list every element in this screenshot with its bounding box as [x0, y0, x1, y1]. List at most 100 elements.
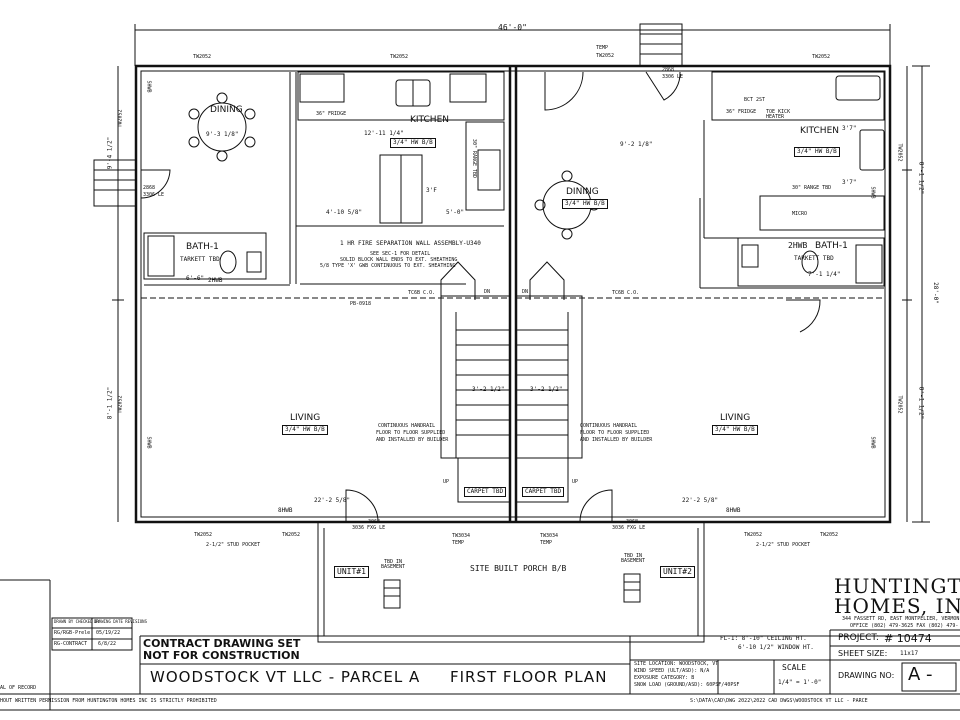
scale-label: SCALE — [782, 663, 807, 672]
window-left-2: TW2052 — [117, 395, 124, 414]
2hwb-left: 2HWB — [208, 277, 223, 284]
door-2868-right: 2868 — [662, 67, 675, 73]
site-location: SITE LOCATION: WOODSTOCK, VT — [634, 661, 719, 667]
light-living-right: 3/4" HW B/B — [712, 425, 758, 435]
window-b3: TW2052 — [744, 532, 763, 538]
seal-of-record: AL OF RECORD — [0, 685, 37, 691]
temp-bottom-right: TEMP — [540, 540, 553, 546]
window-right-1: TW2052 — [896, 143, 903, 162]
overall-width-label: 46'-0" — [498, 23, 527, 32]
room-dining-left: DINING — [210, 105, 243, 115]
fire-wall-note-4: 5/8 TYPE 'X' GWB CONTINUOUS TO EXT. SHEA… — [320, 263, 456, 269]
snow-load: SNOW LOAD (GROUND/ASD): 60PSF/40PSF — [634, 682, 740, 688]
kitchen-counter-right — [711, 71, 885, 121]
drawn-row-2: RG-CONTRACT — [54, 641, 88, 647]
ceiling-height: FL-1: 8'-10" CEILING HT. — [720, 635, 807, 642]
stairs-left — [440, 295, 511, 459]
8hwb-right: 8HWB — [726, 507, 741, 514]
door-2868-left-b: 3306 LE — [143, 192, 165, 198]
window-t4: TW2052 — [812, 54, 831, 60]
fire-wall-note-2: SEE SEC-1 FOR DETAIL — [370, 251, 431, 257]
window-b5: TW3034 — [452, 533, 471, 539]
dining-dim-right: 9'-2 1/8" — [620, 141, 653, 148]
entry-door-right — [579, 489, 613, 523]
pb-left: PB-0918 — [350, 301, 372, 307]
tco-right: TC6B C.O. — [612, 290, 640, 296]
window-left-1: TW2052 — [117, 109, 124, 128]
drawing-no-label: DRAWING NO: — [838, 671, 895, 680]
micro-label: MICRO — [792, 211, 808, 217]
door-2868-right-b: 3306 LE — [662, 74, 684, 80]
dn-right: DN — [522, 289, 529, 295]
kitchen-dim-b: 4'-10 5/8" — [326, 209, 363, 216]
shwb-left-bottom: SHWB — [145, 436, 152, 449]
stair-dim-right: 3'-2 1/2" — [530, 386, 563, 393]
handrail-left-3: AND INSTALLED BY BUILDER — [376, 437, 449, 443]
left-depth-1: 9'-4 1/2" — [106, 136, 114, 170]
entry-door-left — [345, 489, 379, 523]
company-name-1: HUNTINGTO — [834, 574, 960, 598]
bath-right — [737, 237, 885, 287]
right-depth-2: 8'-1 1/2" — [917, 386, 925, 420]
living-width-left: 22'-2 5/8" — [314, 497, 351, 504]
company-phone: OFFICE (802) 479-3625 FAX (802) 479- — [850, 623, 959, 629]
window-b2: TW2052 — [282, 532, 301, 538]
porch — [317, 521, 705, 643]
wind-speed: WIND SPEED (ULT/ASD): N/A — [634, 668, 710, 674]
exposure-category: EXPOSURE CATEGORY: B — [634, 675, 695, 681]
fridge-right: 36" FRIDGE — [726, 109, 757, 115]
window-t2: TW2052 — [390, 54, 409, 60]
date-row-1: 05/19/22 — [96, 630, 121, 636]
shwb-right-top: SHWB — [869, 186, 876, 199]
temp-top: TEMP — [596, 45, 609, 51]
handrail-left-1: CONTINUOUS HANDRAIL — [378, 423, 436, 429]
window-b4: TW2052 — [820, 532, 839, 538]
window-t1: TW2052 — [193, 54, 212, 60]
light-dining-right: 3/4" HW B/B — [562, 199, 608, 209]
handrail-right-3: AND INSTALLED BY BUILDER — [580, 437, 653, 443]
footer-left: HOUT WRITTEN PERMISSION FROM HUNTINGTON … — [0, 698, 217, 704]
sheet-title: FIRST FLOOR PLAN — [450, 668, 608, 686]
sheet-size-label: SHEET SIZE: — [838, 649, 888, 658]
exterior-wall — [134, 64, 892, 524]
kitchen-dim-a: 12'-11 1/4" — [364, 130, 404, 137]
room-living-right: LIVING — [720, 413, 751, 423]
company-address: 344 FASSETT RD, EAST MONTPELIER, VERMON — [842, 616, 960, 622]
room-kitchen-left: KITCHEN — [410, 115, 449, 125]
dim-3f: 3'F — [426, 187, 437, 194]
up-left: UP — [443, 479, 450, 485]
bct-label: BCT 2ST — [744, 97, 766, 103]
range-left: 30" RANGE TBD — [471, 138, 478, 179]
fxg-le-right: 3036 FXG LE — [612, 525, 646, 531]
handrail-left-2: FLOOR TO FLOOR SUPPLIED — [376, 430, 446, 436]
contract-set-1: CONTRACT DRAWING SET — [143, 637, 301, 650]
company-name-2: HOMES, IN — [834, 594, 960, 618]
range-right: 30" RANGE TBD — [792, 185, 832, 191]
sheet-size: 11x17 — [900, 650, 919, 657]
temp-bottom-left: TEMP — [452, 540, 465, 546]
bath-right-tarkett: TARKETT TBD — [794, 255, 834, 262]
stairs-right — [515, 295, 583, 459]
project-label: PROJECT: — [838, 633, 879, 643]
bath-right-2hwb: 2HWB — [788, 241, 808, 250]
fxg-le-left: 3036 FXG LE — [352, 525, 386, 531]
kitchen-dim-c: 5'-0" — [446, 209, 465, 216]
window-b6: TW3034 — [540, 533, 559, 539]
left-depth-2: 8'-1 1/2" — [106, 386, 114, 420]
kitchen-counter-right-lower — [759, 195, 885, 231]
light-kitchen-left: 3/4" HW B/B — [390, 138, 436, 148]
carpet-right: CARPET TBD — [522, 487, 565, 497]
unit-2-label: UNIT#2 — [660, 566, 695, 578]
dining-dim-left: 9'-3 1/8" — [206, 131, 239, 138]
handrail-right-2: FLOOR TO FLOOR SUPPLIED — [580, 430, 650, 436]
date-header: DRAWING DATE REVISIONS — [94, 619, 147, 624]
window-right-2: TW2052 — [896, 395, 903, 414]
room-bath-left: BATH-1 — [186, 242, 219, 252]
door-2868-left: 2868 — [143, 185, 156, 191]
porch-label: SITE BUILT PORCH B/B — [470, 564, 567, 573]
door-3068-left: 3068 — [368, 519, 381, 525]
date-row-2: 6/8/22 — [98, 641, 117, 647]
door-3068-right: 3068 — [626, 519, 639, 525]
shwb-left-top: SHWB — [145, 80, 152, 93]
